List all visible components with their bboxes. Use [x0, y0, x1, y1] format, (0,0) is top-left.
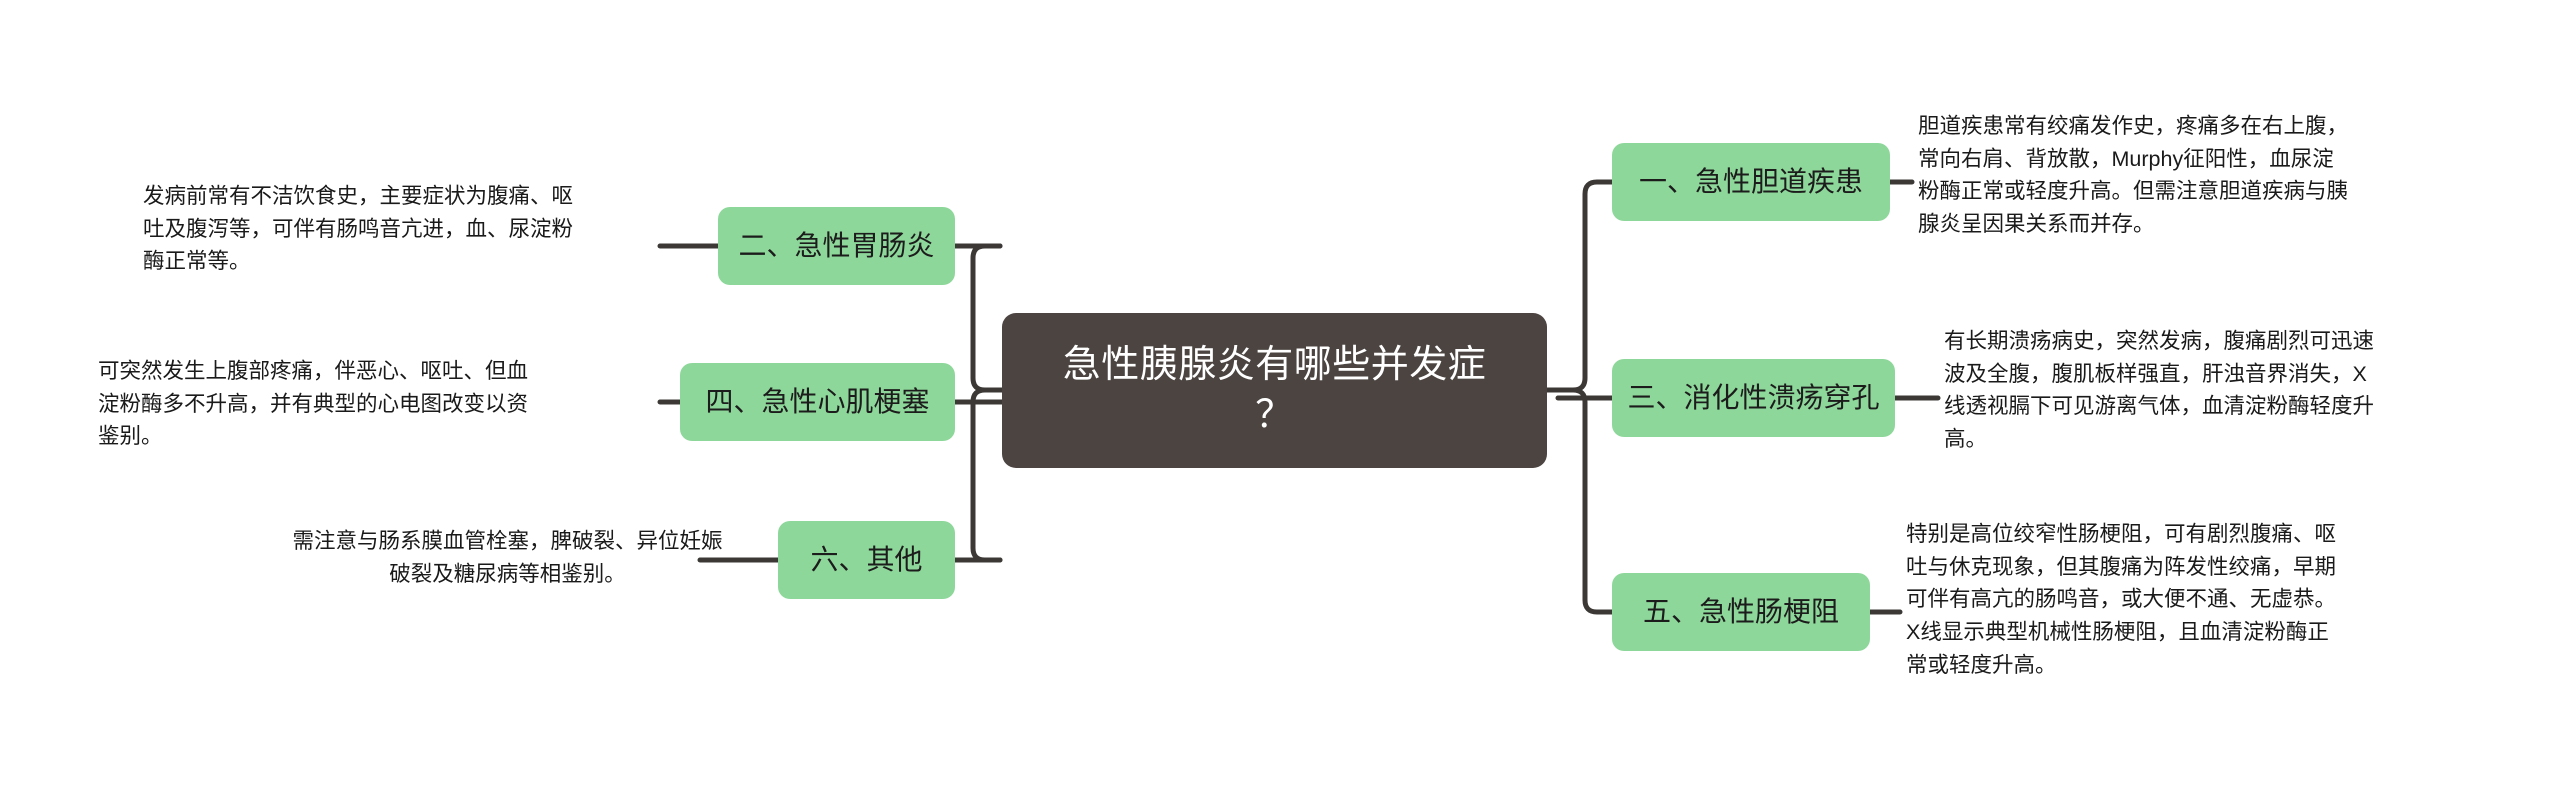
- branch-1-description: 胆道疾患常有绞痛发作史，疼痛多在右上腹， 常向右肩、背放散，Murphy征阳性，…: [1918, 114, 2349, 237]
- branch-4-description: 可突然发生上腹部疼痛，伴恶心、呕吐、但血 淀粉酶多不升高，并有典型的心电图改变以…: [98, 359, 529, 449]
- branch-node-5[interactable]: 五、急性肠梗阻: [1612, 573, 1870, 651]
- branch-3-description: 有长期溃疡病史，突然发病，腹痛剧烈可迅速 波及全腹，腹肌板样强直，肝浊音界消失，…: [1944, 329, 2375, 452]
- branch-node-3-label: 三、消化性溃疡穿孔: [1627, 382, 1880, 414]
- branch-node-5-label: 五、急性肠梗阻: [1642, 596, 1839, 628]
- branch-node-6-label: 六、其他: [810, 544, 923, 576]
- root-node[interactable]: 急性胰腺炎有哪些并发症 ？: [1002, 313, 1547, 468]
- wire-left-top: [970, 243, 1005, 393]
- branch-node-4-label: 四、急性心肌梗塞: [705, 386, 930, 418]
- branch-node-2-label: 二、急性胃肠炎: [738, 230, 935, 262]
- branch-node-1[interactable]: 一、急性胆道疾患: [1612, 143, 1890, 221]
- wire-right-top: [1555, 179, 1615, 393]
- root-node-label: 急性胰腺炎有哪些并发症 ？: [1062, 344, 1487, 436]
- branch-node-6[interactable]: 六、其他: [778, 521, 955, 599]
- branch-6-description: 需注意与肠系膜血管栓塞，脾破裂、异位妊娠 破裂及糖尿病等相鉴别。: [292, 529, 723, 586]
- branch-5-description: 特别是高位绞窄性肠梗阻，可有剧烈腹痛、呕 吐与休克现象，但其腹痛为阵发性绞痛，早…: [1906, 522, 2337, 677]
- wire-left-bottom: [970, 387, 1003, 563]
- branch-node-4[interactable]: 四、急性心肌梗塞: [680, 363, 955, 441]
- branch-node-2[interactable]: 二、急性胃肠炎: [718, 207, 955, 285]
- branch-node-1-label: 一、急性胆道疾患: [1638, 166, 1863, 198]
- branch-node-3[interactable]: 三、消化性溃疡穿孔: [1612, 359, 1895, 437]
- branch-2-description: 发病前常有不洁饮食史，主要症状为腹痛、呕 吐及腹泻等，可伴有肠鸣音亢进，血、尿淀…: [143, 184, 574, 274]
- wire-right-bottom: [1555, 387, 1615, 615]
